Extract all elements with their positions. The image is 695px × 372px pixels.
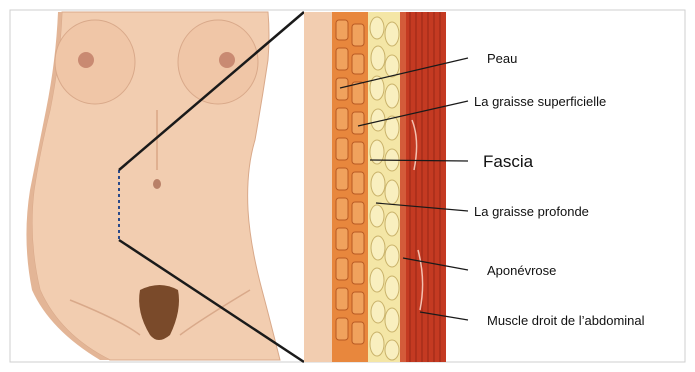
label-aponevrose: Aponévrose bbox=[487, 264, 556, 277]
label-graisse-profonde: La graisse profonde bbox=[474, 205, 589, 218]
label-peau: Peau bbox=[487, 52, 517, 65]
label-fascia: Fascia bbox=[483, 153, 533, 170]
navel bbox=[153, 179, 161, 189]
tissue-cross-section bbox=[304, 12, 446, 362]
right-nipple bbox=[219, 52, 235, 68]
label-graisse-superficielle: La graisse superficielle bbox=[474, 95, 606, 108]
label-muscle: Muscle droit de l’abdominal bbox=[487, 314, 645, 327]
skin-surface bbox=[304, 12, 332, 362]
aponeurosis-band bbox=[400, 12, 406, 362]
left-breast bbox=[55, 20, 135, 104]
left-nipple bbox=[78, 52, 94, 68]
